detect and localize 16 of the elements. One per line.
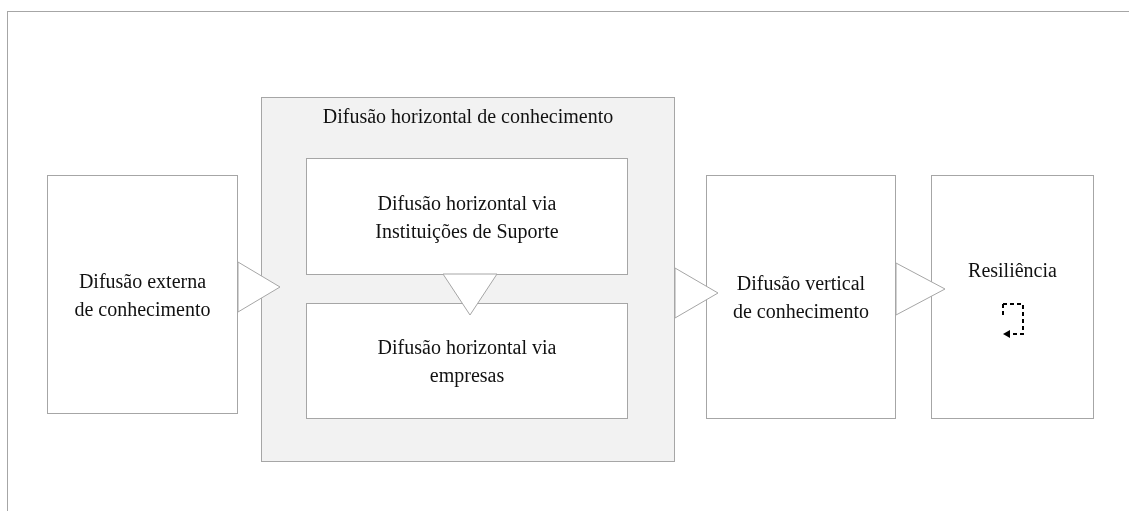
chevron-arrow [674, 267, 719, 319]
chevron-arrow [237, 261, 281, 313]
process-box [306, 303, 628, 419]
group-box [261, 97, 675, 462]
process-box [706, 175, 896, 419]
chevron-arrow [895, 262, 946, 316]
chevron-arrow [442, 273, 498, 316]
node-label: Resiliência [968, 258, 1057, 283]
process-box [931, 175, 1094, 419]
process-box [47, 175, 238, 414]
node-label: Difusão horizontal via empresas [376, 335, 558, 389]
node-label: Difusão horizontal via Instituições de Suporte [374, 190, 560, 245]
node-label: Difusão externa de conhecimento [73, 268, 212, 322]
group-title: Difusão horizontal de conhecimento [322, 104, 614, 129]
node-label: Difusão vertical de conhecimento [731, 271, 871, 324]
process-box [306, 158, 628, 275]
